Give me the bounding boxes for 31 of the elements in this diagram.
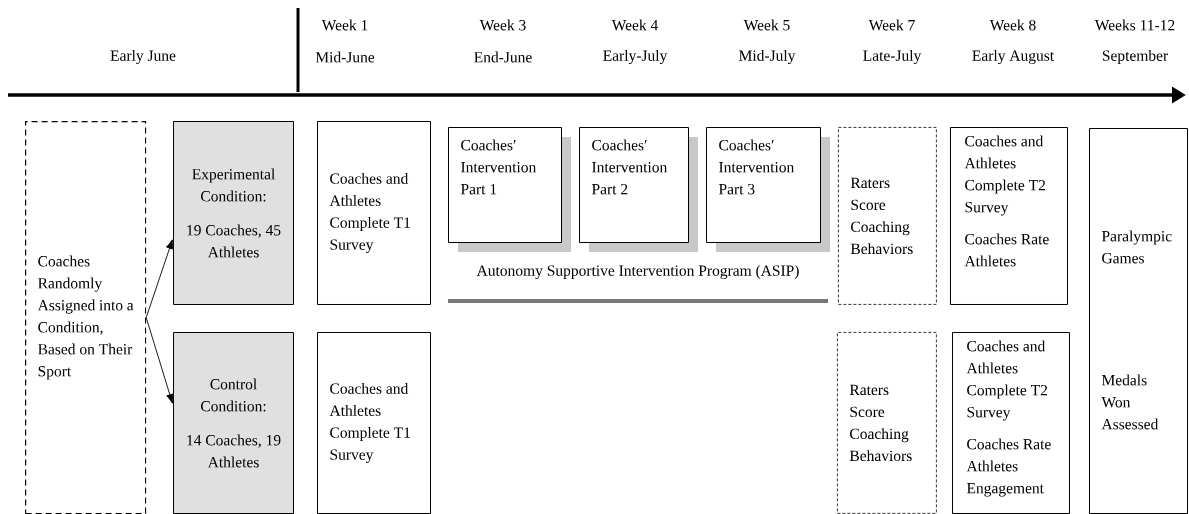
condition-box: Control Condition: 14 Coaches, 19 Athletes — [173, 332, 294, 514]
intervention-box: Coaches′ Intervention Part 2 — [579, 127, 698, 252]
time-label: Week 3 — [479, 19, 526, 31]
intervention-box: Coaches′ Intervention Part 3 — [706, 127, 830, 252]
condition-box: Experimental Condition: 19 Coaches, 45 Athletes — [173, 121, 294, 305]
time-label: Week 7 — [868, 19, 915, 31]
time-label: Week 8 — [989, 19, 1036, 31]
time-label: Week 4 — [611, 19, 658, 31]
process-box: Raters Score Coaching Behaviors — [837, 332, 937, 514]
process-box: Paralympic Games Medals Won Assessed — [1089, 128, 1188, 514]
process-box: Coaches Randomly Assigned into a Condition, Based on Their Sport — [25, 121, 147, 514]
process-box: Coaches and Athletes Complete T2 Survey Coaches Rate Athletes — [950, 127, 1068, 305]
program-label: Autonomy Supportive Intervention Program (ASIP) — [476, 264, 799, 280]
arrow — [145, 317, 174, 404]
arrow — [145, 239, 174, 319]
process-box: Coaches and Athletes Complete T1 Survey — [317, 332, 431, 514]
time-label: Late-July — [863, 49, 922, 65]
intervention-box: Coaches′ Intervention Part 1 — [448, 127, 571, 252]
process-box: Raters Score Coaching Behaviors — [838, 127, 937, 305]
time-label: Week 1 — [321, 19, 368, 31]
time-label: Weeks 11-12 — [1094, 19, 1175, 31]
process-box: Coaches and Athletes Complete T2 Survey Coaches Rate Athletes Engagement — [952, 332, 1070, 514]
time-label: Mid-July — [739, 49, 796, 65]
time-label: September — [1102, 49, 1168, 64]
time-label: Mid-June — [315, 51, 375, 63]
time-label: Week 5 — [743, 19, 790, 31]
process-box: Coaches and Athletes Complete T1 Survey — [317, 121, 431, 305]
time-label: Early-July — [603, 49, 668, 65]
time-label: Early June — [110, 49, 176, 65]
time-label: Early August — [972, 49, 1054, 65]
time-label: End-June — [474, 51, 532, 63]
